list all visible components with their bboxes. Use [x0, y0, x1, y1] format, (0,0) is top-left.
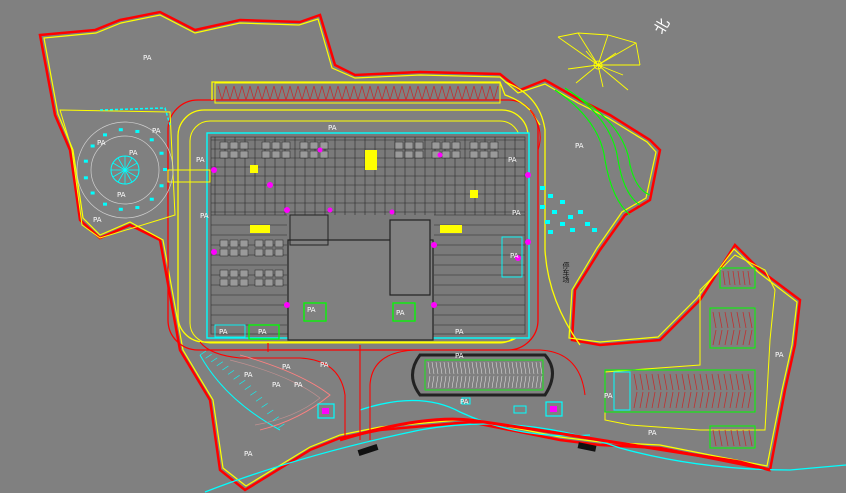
top-parking-strip [214, 82, 501, 104]
area-label-pa: PA [508, 156, 517, 164]
area-label-pa: PA [244, 450, 253, 458]
area-label-pa: PA [575, 142, 584, 150]
area-label-pa: PA [396, 309, 405, 317]
area-label-pa: PA [604, 392, 613, 400]
tree-cluster [540, 186, 597, 234]
area-label-pa: PA [219, 328, 228, 336]
area-label-pa: PA [97, 139, 106, 147]
area-label-pa: PA [775, 351, 784, 359]
area-label-pa: PA [200, 212, 209, 220]
lower-roads [199, 341, 586, 440]
right-parking [604, 254, 776, 449]
right-green-band [554, 87, 651, 216]
area-label-pa: PA [143, 54, 152, 62]
area-label-pa: PA [455, 352, 464, 360]
gate-marks [357, 442, 597, 456]
river-edge [204, 399, 846, 493]
north-compass [557, 32, 641, 91]
area-label-pa: PA [648, 429, 657, 437]
area-label-pa: PA [244, 371, 253, 379]
area-label-pa: PA [328, 124, 337, 132]
area-label-pa: PA [320, 361, 329, 369]
area-label-pa: PA [307, 306, 316, 314]
area-label-pa: PA [272, 381, 281, 389]
area-label-pa: PA [455, 328, 464, 336]
area-label-pa: PA [510, 252, 519, 260]
north-label: 北 [650, 15, 673, 37]
area-label-pa: PA [93, 216, 102, 224]
area-labels: PA PA PA PA PA PA PA PA PA PA PA PA PA PA PA PA PA PA PA PA… [93, 54, 784, 458]
area-label-pa: PA [117, 191, 126, 199]
left-plaza [59, 107, 176, 239]
area-label-pa: PA [460, 398, 469, 406]
bottom-left-parking [199, 350, 563, 431]
bottom-center-parking [411, 353, 554, 397]
bottom-road-edge [339, 417, 771, 472]
area-label-pa: PA [196, 156, 205, 164]
area-label-pa: PA [258, 328, 267, 336]
area-label-pa: PA [129, 149, 138, 157]
main-building [167, 132, 531, 341]
ring-road [167, 81, 581, 351]
side-label: 停车场 [562, 261, 570, 284]
area-label-pa: PA [152, 127, 161, 135]
area-label-pa: PA [282, 363, 291, 371]
area-label-pa: PA [512, 209, 521, 217]
area-label-pa: PA [294, 381, 303, 389]
